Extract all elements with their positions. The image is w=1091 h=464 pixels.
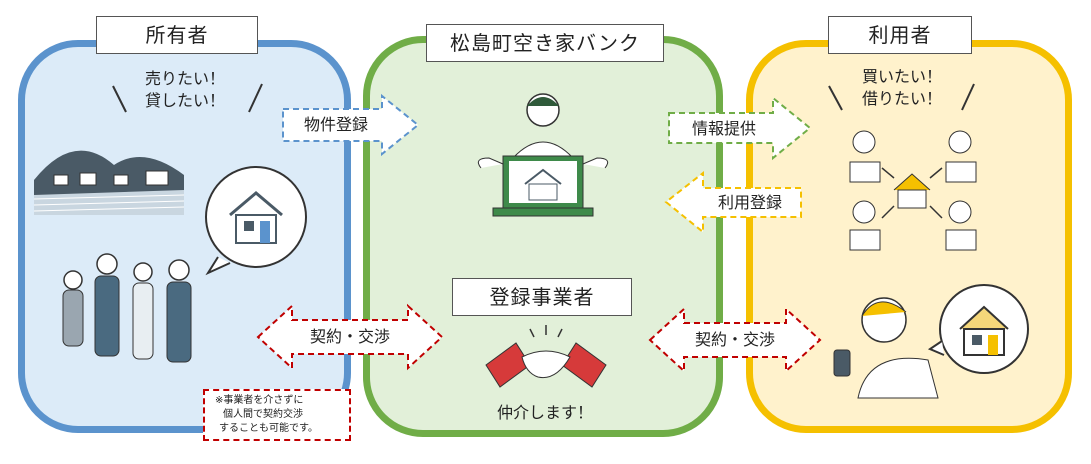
owner-house-bubble	[205, 166, 307, 276]
use-registration-label: 利用登録	[717, 193, 782, 212]
owner-family-illustration	[62, 253, 192, 363]
info-provision-label: 情報提供	[691, 119, 756, 138]
property-registration-arrow	[282, 93, 420, 157]
user-title: 利用者	[828, 16, 972, 54]
info-provision-arrow	[668, 95, 812, 161]
property-registration-label: 物件登録	[303, 115, 368, 134]
contract-right-label: 契約・交渉	[694, 330, 775, 349]
bank-staff-laptop-illustration	[477, 93, 609, 217]
use-registration-arrow	[664, 170, 802, 235]
owner-title: 所有者	[96, 16, 258, 54]
town-landscape-illustration	[33, 150, 185, 215]
handshake-illustration	[485, 325, 607, 388]
direct-contract-note: ※事業者を介さずに 個人間で契約交渉 することも可能です。	[203, 389, 351, 441]
mediation-caption: 仲介します！	[496, 403, 593, 422]
user-house-bubble	[927, 284, 1029, 374]
owner-speech: 売りたい！ 貸したい！	[144, 69, 225, 110]
users-network-illustration	[849, 130, 977, 251]
contract-left-label: 契約・交渉	[309, 327, 390, 346]
registered-business-title: 登録事業者	[452, 278, 632, 316]
user-smartphone-illustration	[833, 297, 939, 399]
bank-title: 松島町空き家バンク	[426, 24, 664, 62]
contract-left-arrow	[256, 303, 444, 371]
user-speech: 買いたい！ 借りたい！	[861, 67, 942, 108]
contract-right-arrow	[648, 306, 822, 374]
user-panel	[746, 40, 1072, 433]
